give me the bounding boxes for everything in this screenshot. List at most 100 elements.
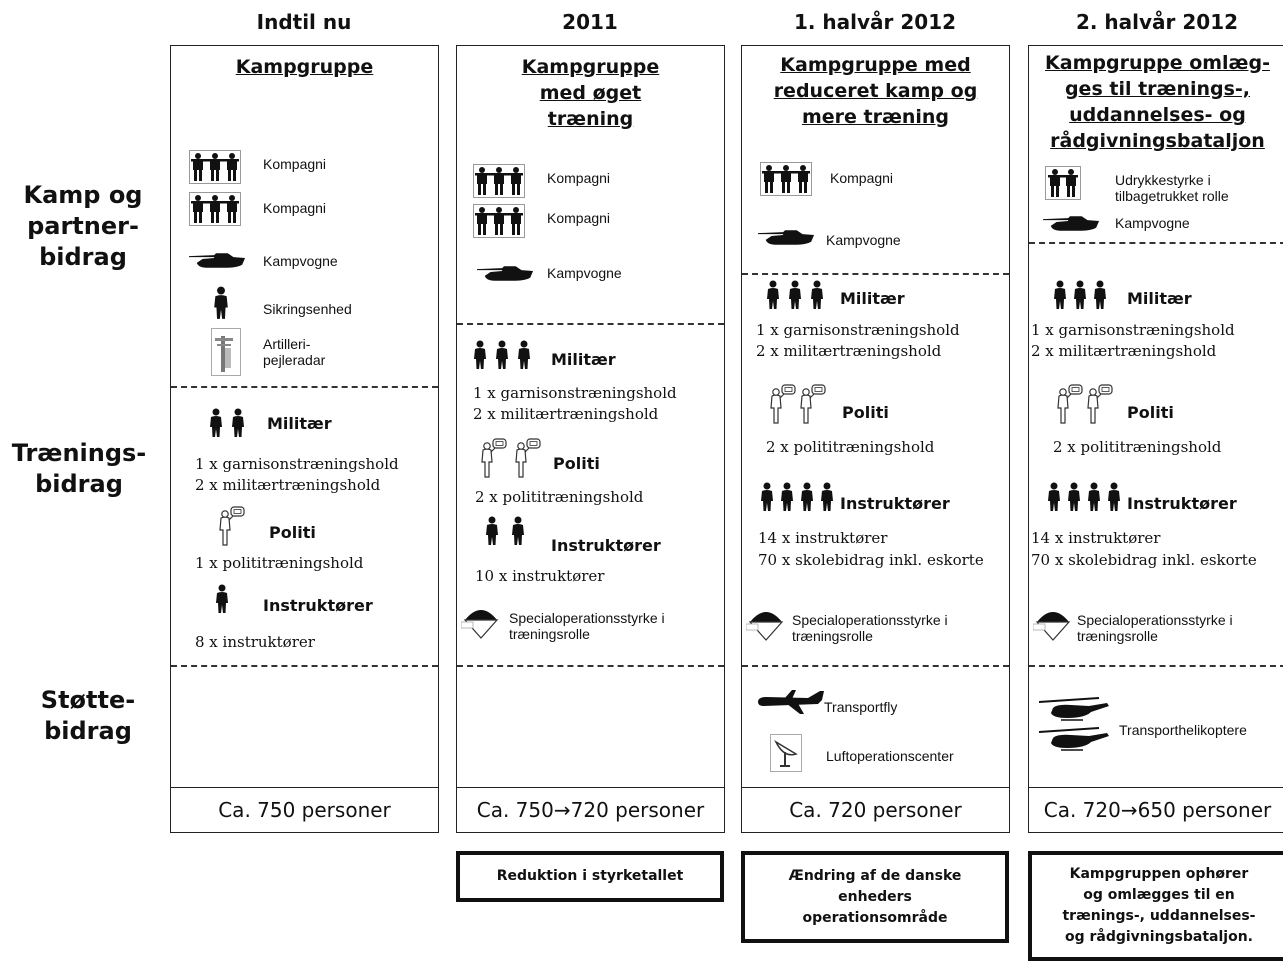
detail-line: 1 x garnisonstræningshold xyxy=(1031,321,1235,339)
unit-label: Kompagni xyxy=(547,210,611,226)
column-title: Kampgruppe omlæg- ges til trænings-, udd… xyxy=(1045,52,1270,152)
total-personnel: Ca. 720 personer xyxy=(789,798,962,822)
soldier-icon xyxy=(209,408,223,438)
detail-line: 14 x instruktører xyxy=(758,529,888,547)
group-label-instruktoerer: Instruktører xyxy=(840,494,950,513)
note-text: Reduktion i styrketallet xyxy=(496,868,684,884)
column-2011: Kampgruppe med øget træning Kompagni Kom… xyxy=(456,45,725,833)
soldier-icon xyxy=(820,482,834,512)
total-personnel: Ca. 750 personer xyxy=(218,798,391,822)
group-label-politi: Politi xyxy=(553,454,600,473)
detail-line: 2 x militærtræningshold xyxy=(195,476,381,494)
unit-label: Kampvogne xyxy=(263,253,338,269)
total-divider xyxy=(171,787,438,788)
total-personnel: Ca. 720→650 personer xyxy=(1043,798,1272,822)
unit-label: Kompagni xyxy=(830,170,894,186)
soldier-icon xyxy=(215,584,229,614)
group-label-militaer: Militær xyxy=(267,414,332,433)
detail-line: 1 x polititræningshold xyxy=(195,554,364,572)
group-label-instruktoerer: Instruktører xyxy=(551,536,661,555)
support-label: Luftoperationscenter xyxy=(826,748,954,764)
section-divider xyxy=(171,665,438,667)
group-label-instruktoerer: Instruktører xyxy=(263,596,373,615)
helicopter-icon xyxy=(1037,726,1111,756)
column-header-indtil-nu: Indtil nu xyxy=(256,10,352,34)
column-h2-2012: Kampgruppe omlæg- ges til trænings-, udd… xyxy=(1028,45,1283,833)
unit-label: Kompagni xyxy=(263,156,327,172)
soldier-icon xyxy=(1073,280,1087,310)
soldiers-pair-icon xyxy=(1045,166,1081,200)
company-icon xyxy=(473,204,525,238)
detail-line: 2 x militærtræningshold xyxy=(756,342,942,360)
unit-label: Kompagni xyxy=(263,200,327,216)
unit-label: Sikringsenhed xyxy=(263,301,352,317)
group-label-instruktoerer: Instruktører xyxy=(1127,494,1237,513)
section-divider xyxy=(1029,242,1283,244)
section-divider xyxy=(742,273,1009,275)
column-title: Kampgruppe med øget træning xyxy=(521,56,660,130)
soldier-icon xyxy=(788,280,802,310)
detail-line: 2 x militærtræningshold xyxy=(1031,342,1217,360)
note-text: Ændring af de danske enheders operations… xyxy=(788,867,962,926)
unit-label: Kampvogne xyxy=(1115,215,1190,231)
helicopter-icon xyxy=(1037,696,1111,726)
tank-icon xyxy=(477,262,535,282)
satellite-dish-icon xyxy=(770,734,802,772)
detail-line: 2 x militærtræningshold xyxy=(473,405,659,423)
soldier-icon xyxy=(1047,482,1061,512)
row-label-traening: Trænings- bidrag xyxy=(11,439,147,498)
parachute-icon xyxy=(746,608,786,642)
support-label: Transportfly xyxy=(824,699,898,715)
police-icon xyxy=(1079,384,1113,424)
support-label: Transporthelikoptere xyxy=(1119,722,1247,738)
company-icon xyxy=(189,192,241,226)
group-label-militaer: Militær xyxy=(840,289,905,308)
row-label-kamp: Kamp og partner- bidrag xyxy=(23,181,143,271)
detail-line: 8 x instruktører xyxy=(195,633,315,651)
police-icon xyxy=(507,438,541,478)
total-divider xyxy=(457,787,724,788)
parachute-icon xyxy=(461,606,501,640)
unit-label: Kampvogne xyxy=(547,265,622,281)
section-divider xyxy=(457,323,724,325)
police-icon xyxy=(762,384,796,424)
radar-icon xyxy=(211,328,241,376)
soldier-icon xyxy=(473,340,487,370)
soldier-icon xyxy=(1107,482,1121,512)
group-label-politi: Politi xyxy=(842,403,889,422)
detail-line: 2 x polititræningshold xyxy=(475,488,644,506)
parachute-icon xyxy=(1033,608,1073,642)
company-icon xyxy=(473,164,525,198)
company-icon xyxy=(760,162,812,196)
soldier-icon xyxy=(485,516,499,546)
soldier-icon xyxy=(511,516,525,546)
soldier-icon xyxy=(495,340,509,370)
group-label-politi: Politi xyxy=(1127,403,1174,422)
police-icon xyxy=(1049,384,1083,424)
detail-line: 10 x instruktører xyxy=(475,567,605,585)
detail-line: 70 x skolebidrag inkl. eskorte xyxy=(1031,551,1257,569)
police-icon xyxy=(211,506,245,546)
soldier-icon xyxy=(766,280,780,310)
section-divider xyxy=(457,665,724,667)
section-divider xyxy=(742,665,1009,667)
total-divider xyxy=(1029,787,1283,788)
section-divider xyxy=(1029,665,1283,667)
soldier-icon xyxy=(517,340,531,370)
detail-line: 1 x garnisonstræningshold xyxy=(756,321,960,339)
soldier-icon xyxy=(780,482,794,512)
detail-line: 1 x garnisonstræningshold xyxy=(473,384,677,402)
column-title: Kampgruppe xyxy=(235,56,374,78)
unit-label: Kompagni xyxy=(547,170,611,186)
section-divider xyxy=(171,386,438,388)
column-indtil-nu: Kampgruppe Kompagni Kompagni Kampvogne S… xyxy=(170,45,439,833)
soldier-icon xyxy=(1053,280,1067,310)
row-label-stoette: Støtte- bidrag xyxy=(40,686,136,745)
soldier-icon xyxy=(1093,280,1107,310)
note-conversion: Kampgruppen ophører og omlægges til en t… xyxy=(1028,851,1283,961)
column-header-h1-2012: 1. halvår 2012 xyxy=(793,10,957,34)
company-icon xyxy=(189,150,241,184)
note-reduction: Reduktion i styrketallet xyxy=(456,851,724,902)
soldier-icon xyxy=(1087,482,1101,512)
column-header-2011: 2011 xyxy=(562,10,618,34)
